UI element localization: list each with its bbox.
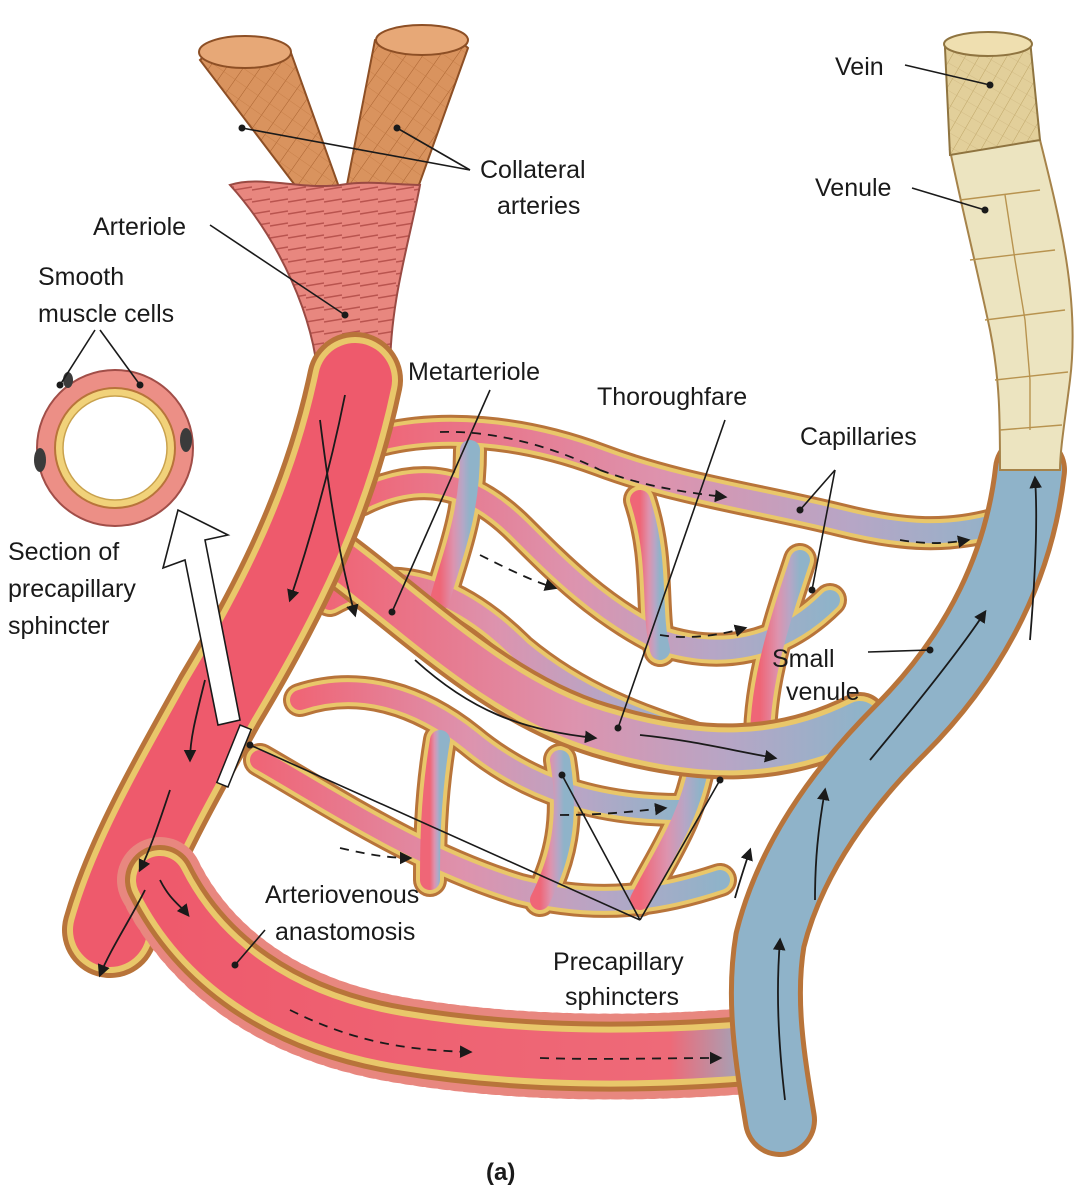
label-small-venule-line1: Small (772, 645, 835, 673)
label-thoroughfare: Thoroughfare (597, 383, 747, 411)
label-av-anastomosis-line1: Arteriovenous (265, 881, 419, 909)
vein-shape (943, 31, 1042, 157)
label-smooth-muscle-line1: Smooth (38, 263, 124, 291)
label-precapillary-line1: Precapillary (553, 948, 684, 976)
label-venule: Venule (815, 174, 891, 202)
panel-label: (a) (486, 1159, 515, 1186)
label-vein: Vein (835, 53, 884, 81)
label-section-line2: precapillary (8, 575, 136, 603)
label-metarteriole: Metarteriole (408, 358, 540, 386)
label-collateral-arteries-line2: arteries (497, 192, 580, 220)
label-arteriole: Arteriole (93, 213, 186, 241)
label-small-venule-line2: venule (786, 678, 860, 706)
leader-lines (56, 64, 994, 969)
sphincter-cross-section (34, 369, 194, 527)
label-precapillary-line2: sphincters (565, 983, 679, 1011)
thoroughfare-channel (312, 532, 888, 780)
label-section-line3: sphincter (8, 612, 109, 640)
precapillary-sphincter-marker (215, 724, 253, 788)
flow-arrows (97, 394, 1043, 1101)
arteriole-shape (228, 180, 422, 382)
section-pointer-arrow (161, 508, 241, 726)
label-av-anastomosis-line2: anastomosis (275, 918, 415, 946)
label-section-line1: Section of (8, 538, 119, 566)
labels: Vein Venule Collateral arteries Arteriol… (8, 53, 917, 1186)
capillary-network (243, 414, 1027, 918)
venule-shape (948, 138, 1074, 471)
collateral-arteries-shape (198, 24, 470, 212)
label-capillaries: Capillaries (800, 423, 917, 451)
venous-drainage (728, 433, 1067, 1157)
arteriovenous-anastomosis-shape (117, 837, 803, 1100)
label-smooth-muscle-line2: muscle cells (38, 300, 174, 328)
label-collateral-arteries-line1: Collateral (480, 156, 586, 184)
